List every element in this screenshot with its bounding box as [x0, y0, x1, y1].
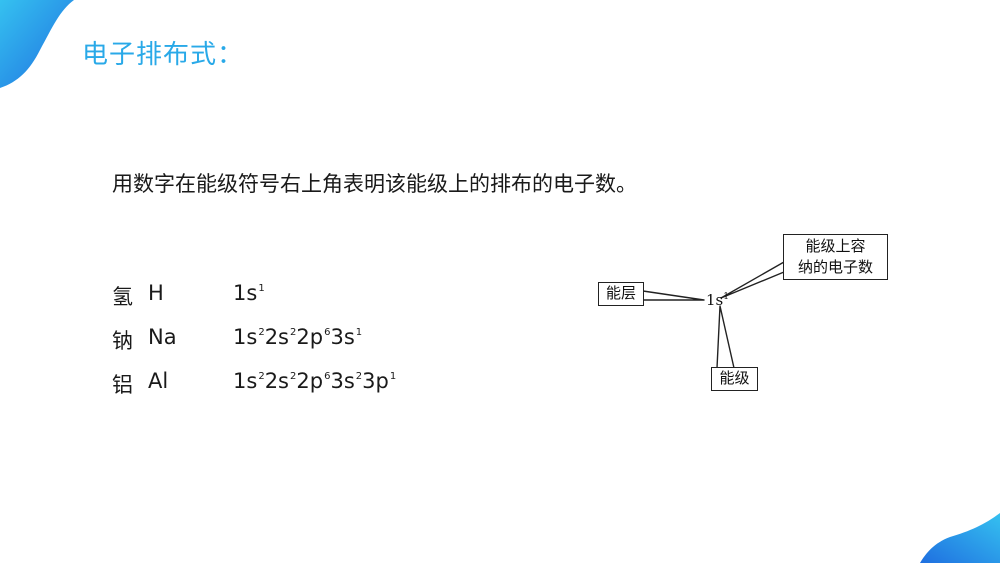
center-notation-sup: 1 [723, 292, 729, 302]
electron-count: 2 [290, 371, 297, 382]
element-symbol: H [148, 281, 164, 305]
electron-count: 6 [324, 371, 331, 382]
element-name: 钠 [112, 329, 133, 353]
level-label-box: 能级 [711, 367, 758, 391]
notation-diagram: 能层 能级上容 纳的电子数 能级 1s1 [596, 234, 896, 394]
electron-count: 1 [258, 283, 265, 294]
element-symbol: Al [148, 369, 169, 393]
config-term: 2p6 [296, 369, 330, 393]
config-term: 2s2 [265, 325, 297, 349]
electron-config: 1s1 [233, 281, 265, 305]
shell-label-box: 能层 [598, 282, 644, 306]
sublevel-label: 1s [233, 281, 258, 305]
element-row-hydrogen: 氢 H 1s1 [112, 281, 532, 311]
element-symbol: Na [148, 325, 177, 349]
page-title: 电子排布式： [82, 40, 245, 70]
config-term: 1s2 [233, 369, 265, 393]
sublevel-label: 3s [330, 369, 355, 393]
config-term: 3s1 [330, 325, 362, 349]
electron-count: 1 [389, 371, 397, 382]
capacity-label-box: 能级上容 纳的电子数 [783, 234, 888, 280]
config-term: 3s2 [330, 369, 362, 393]
corner-decoration-top-left [0, 0, 74, 88]
electron-count: 2 [355, 371, 363, 382]
sublevel-label: 2p [296, 325, 324, 349]
sublevel-label: 1s [233, 369, 258, 393]
electron-count: 2 [258, 327, 265, 338]
electron-count: 2 [258, 371, 265, 382]
element-row-aluminum: 铝 Al 1s22s22p63s23p1 [112, 369, 532, 399]
sublevel-label: 2s [264, 369, 289, 393]
config-term: 1s1 [233, 281, 265, 305]
capacity-label-line-1: 能级上容 [805, 237, 866, 255]
config-term: 3p1 [362, 369, 396, 393]
electron-count: 1 [355, 327, 363, 338]
intro-text: 用数字在能级符号右上角表明该能级上的排布的电子数。 [112, 172, 637, 196]
sublevel-label: 2s [264, 325, 289, 349]
center-notation: 1s1 [706, 291, 729, 309]
element-name: 氢 [112, 285, 133, 309]
capacity-label-line-2: 纳的电子数 [797, 258, 873, 276]
electron-config: 1s22s22p63s23p1 [233, 369, 396, 393]
electron-config: 1s22s22p63s1 [233, 325, 362, 349]
config-term: 2p6 [296, 325, 330, 349]
element-name: 铝 [112, 373, 133, 397]
config-term: 2s2 [265, 369, 297, 393]
element-row-sodium: 钠 Na 1s22s22p63s1 [112, 325, 532, 355]
corner-decoration-bottom-right [920, 513, 1000, 563]
electron-count: 2 [290, 327, 297, 338]
electron-count: 6 [324, 327, 331, 338]
sublevel-label: 3s [330, 325, 355, 349]
sublevel-label: 2p [296, 369, 324, 393]
sublevel-label: 3p [362, 369, 389, 393]
center-notation-base: 1s [706, 291, 724, 309]
config-term: 1s2 [233, 325, 265, 349]
sublevel-label: 1s [233, 325, 258, 349]
